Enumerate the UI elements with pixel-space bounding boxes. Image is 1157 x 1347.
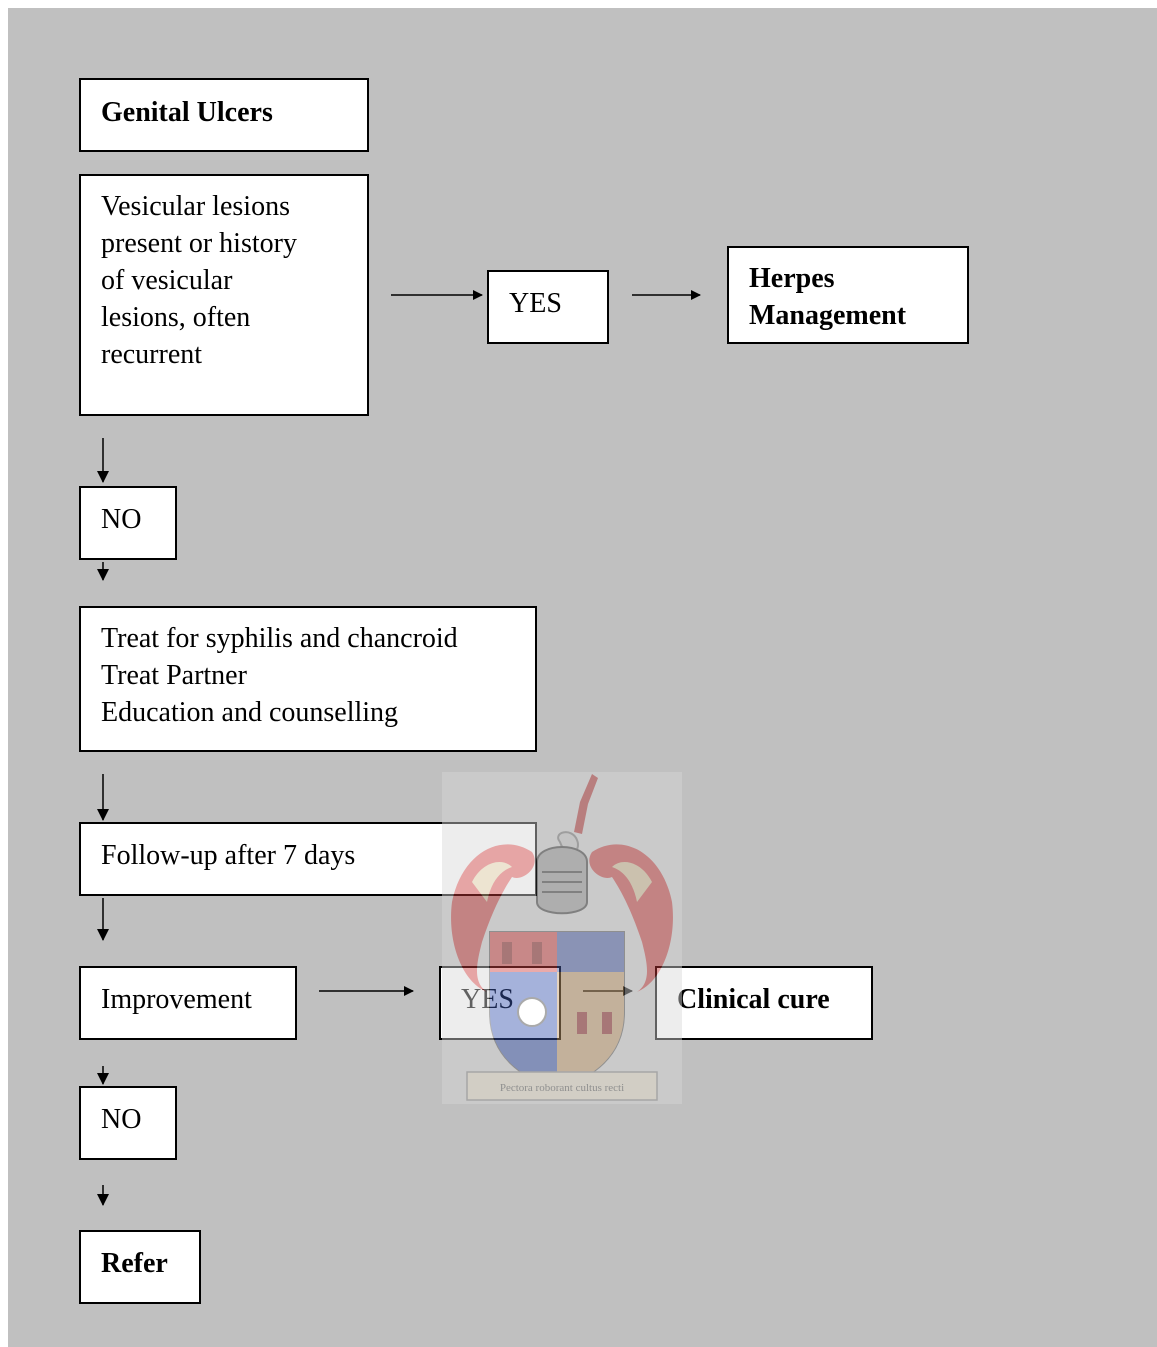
no-box-improvement: NO (79, 1086, 177, 1160)
clinical-cure-box: Clinical cure (655, 966, 873, 1040)
herpes-management-box: Herpes Management (727, 246, 969, 344)
improvement-box: Improvement (79, 966, 297, 1040)
crest-motto-text: Pectora roborant cultus recti (500, 1082, 624, 1094)
followup-box: Follow-up after 7 days (79, 822, 537, 896)
vesicular-lesions-question-box: Vesicular lesions present or history of … (79, 174, 369, 416)
refer-box: Refer (79, 1230, 201, 1304)
yes-box-herpes: YES (487, 270, 609, 344)
genital-ulcers-box: Genital Ulcers (79, 78, 369, 152)
university-crest-watermark: Pectora roborant cultus recti (442, 772, 682, 1104)
treatment-box: Treat for syphilis and chancroid Treat P… (79, 606, 537, 752)
yes-box-improvement: YES (439, 966, 561, 1040)
no-box-vesicular: NO (79, 486, 177, 560)
